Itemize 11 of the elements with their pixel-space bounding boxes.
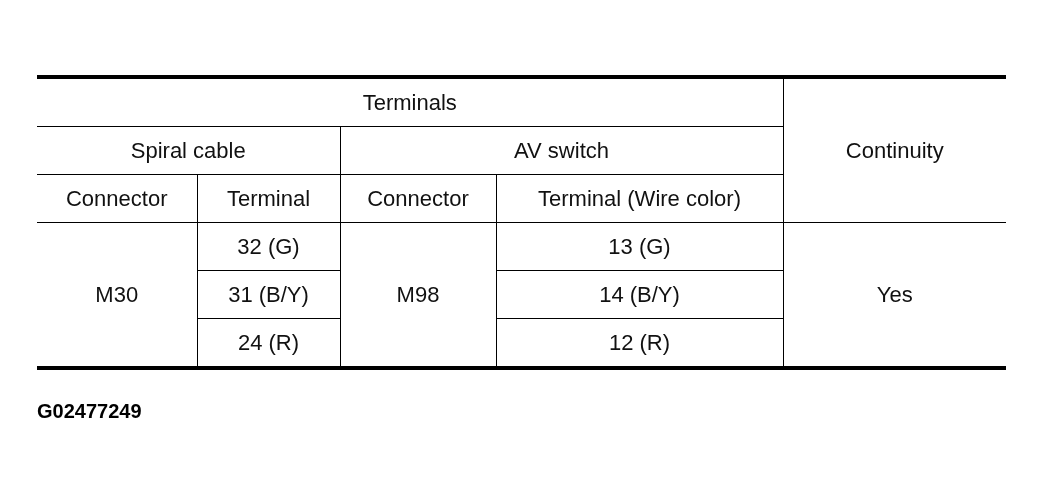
table-header: Continuity xyxy=(783,77,1006,223)
table-data: 13 (G) xyxy=(496,222,783,271)
table-header: Terminal xyxy=(197,174,340,223)
table-data: M30 xyxy=(37,222,197,368)
table-data: 32 (G) xyxy=(197,222,340,271)
table-header: Terminals xyxy=(37,77,783,127)
table-header: Spiral cable xyxy=(37,126,340,175)
table-header: Connector xyxy=(340,174,496,223)
figure-code: G02477249 xyxy=(37,400,142,423)
table-header: Connector xyxy=(37,174,197,223)
table-data: M98 xyxy=(340,222,496,368)
